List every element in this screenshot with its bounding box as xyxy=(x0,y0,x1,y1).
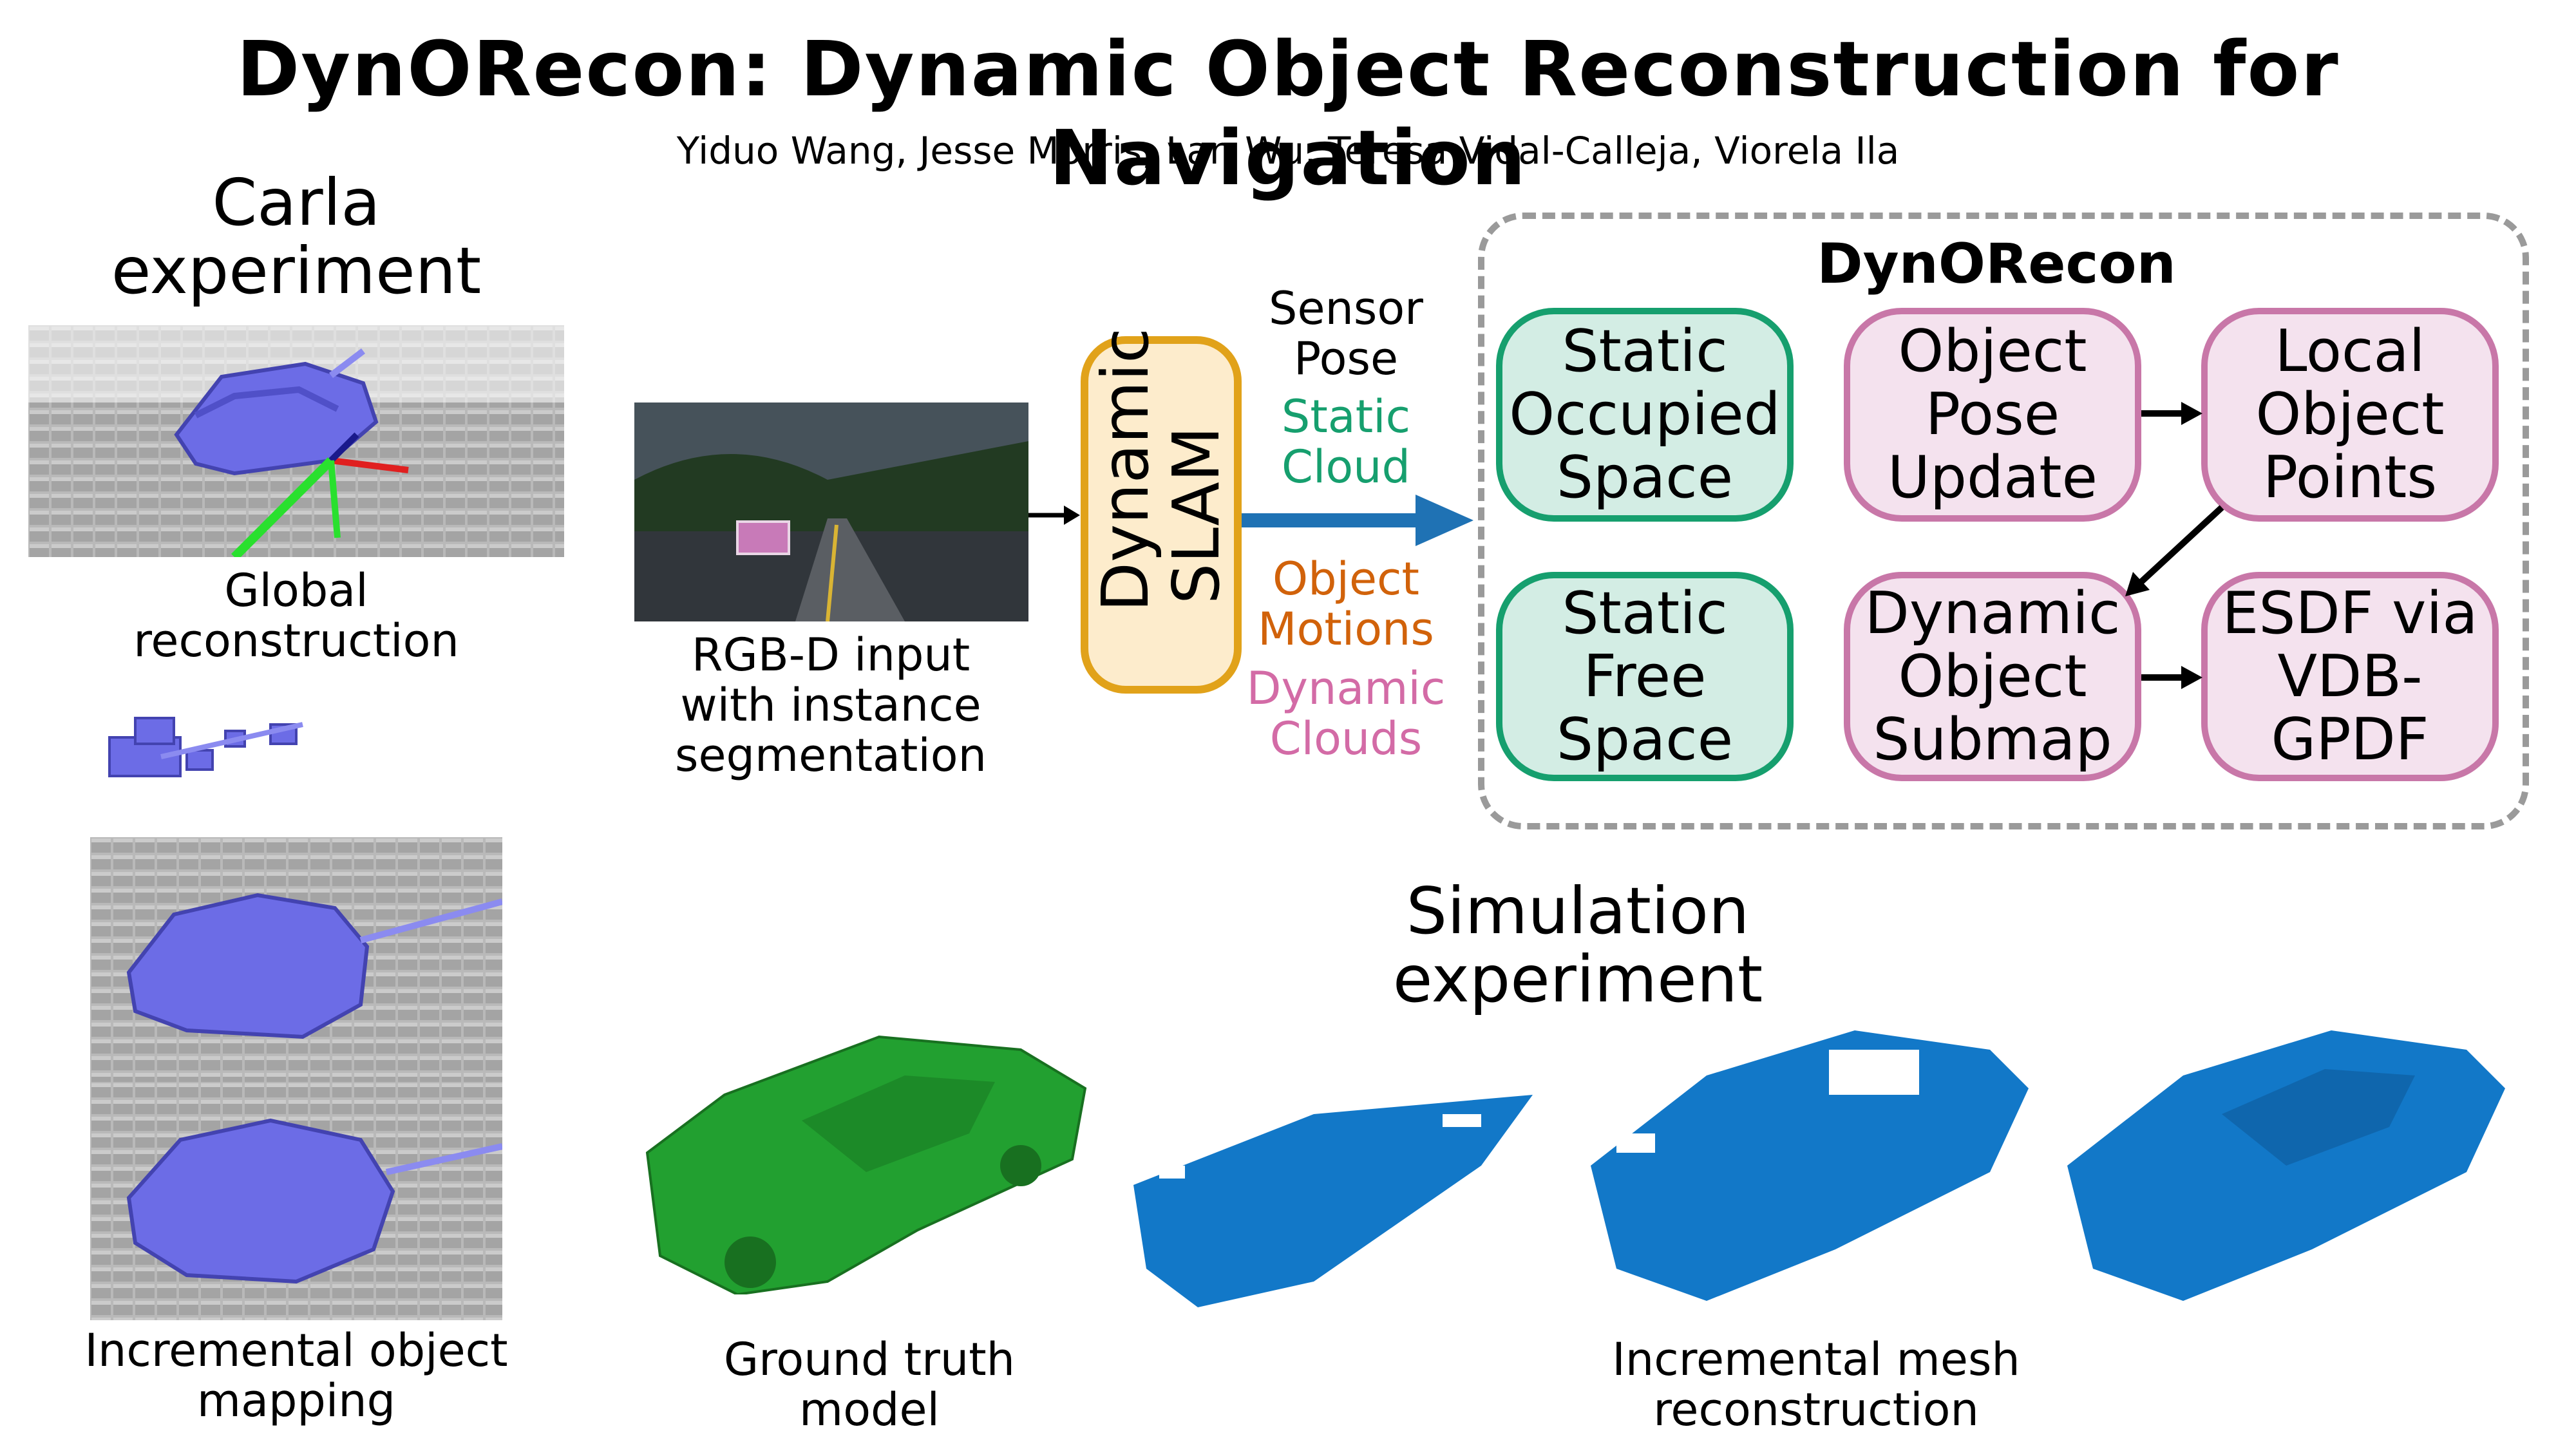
global-reconstruction-image xyxy=(28,325,564,557)
author-list: Yiduo Wang, Jesse Morris, Lan Wu, Teresa… xyxy=(676,129,1900,173)
simulation-heading: Simulation experiment xyxy=(1392,873,1763,1017)
incremental-mesh-image-1 xyxy=(1133,1095,1533,1307)
incremental-mapping-image-1 xyxy=(90,837,502,1082)
carla-heading: Carla experiment xyxy=(111,165,482,308)
dynorecon-container xyxy=(1478,213,2529,829)
dynamic-clouds-label: Dynamic Clouds xyxy=(1246,662,1446,765)
object-motions-label: Object Motions xyxy=(1258,553,1434,656)
rgbd-input-caption: RGB-D input with instance segmentation xyxy=(674,629,987,782)
pose-to-local-arrow xyxy=(2141,402,2202,425)
static-cloud-label: Static Cloud xyxy=(1281,390,1411,493)
incremental-mapping-caption: Incremental object mapping xyxy=(84,1324,508,1427)
static-occupied-space-node: Static Occupied Space xyxy=(1496,308,1794,522)
incremental-mesh-image-2 xyxy=(1591,1030,2029,1301)
object-pose-update-node: Object Pose Update xyxy=(1844,308,2141,522)
submap-to-esdf-arrow xyxy=(2141,666,2202,689)
slam-to-dynorecon-arrow xyxy=(1242,495,1473,546)
ground-truth-caption: Ground truth model xyxy=(723,1333,1016,1436)
object-voxel-image xyxy=(108,717,303,777)
incremental-mapping-image-2 xyxy=(90,1082,502,1320)
incremental-mesh-image-3 xyxy=(2067,1030,2505,1301)
esdf-node: ESDF via VDB-GPDF xyxy=(2201,572,2499,781)
dynamic-slam-block: Dynamic SLAM xyxy=(1081,327,1242,694)
poster-title: DynORecon: Dynamic Object Reconstruction… xyxy=(236,24,2340,202)
rgbd-input-image xyxy=(634,402,1028,621)
dynamic-object-submap-node: Dynamic Object Submap xyxy=(1844,572,2141,781)
dynamic-slam-label: Dynamic SLAM xyxy=(1088,327,1234,612)
mesh-reconstruction-caption: Incremental mesh reconstruction xyxy=(1612,1333,2020,1436)
ground-truth-car-image xyxy=(645,1035,1087,1294)
local-to-submap-arrow xyxy=(2125,505,2224,596)
local-object-points-node: Local Object Points xyxy=(2201,308,2499,522)
global-reconstruction-caption: Global reconstruction xyxy=(133,564,459,667)
dynorecon-title: DynORecon xyxy=(1817,232,2176,296)
input-to-slam-arrow xyxy=(1028,506,1080,525)
sensor-pose-label: Sensor Pose xyxy=(1269,282,1423,385)
static-free-space-node: Static Free Space xyxy=(1496,572,1794,781)
